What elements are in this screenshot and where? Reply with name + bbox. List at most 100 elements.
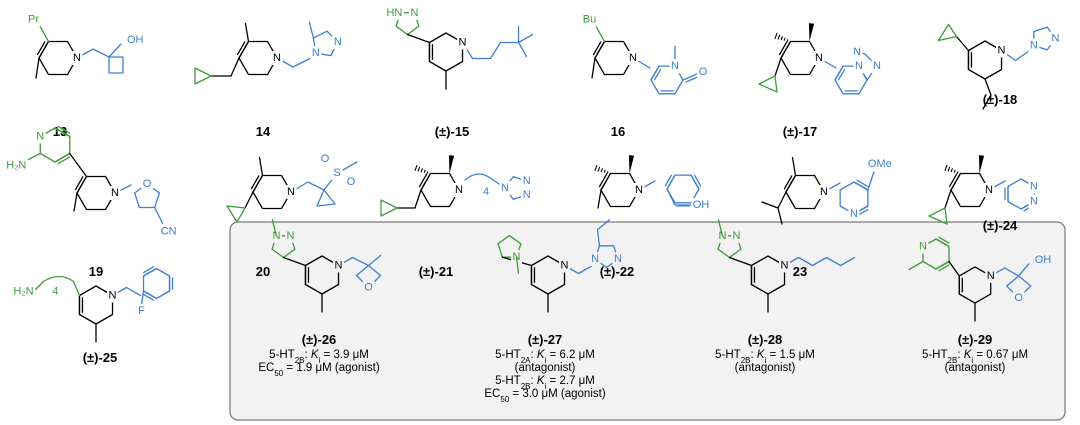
double-bond [682,73,698,81]
nitrogen-label: N [455,184,463,196]
piperidine-ring [600,172,640,208]
atom-knockout [159,224,179,239]
alkyl-bracket [464,173,494,181]
oxetane-o-label: O [1014,292,1023,304]
piperidine-ring [780,40,820,76]
double-bond [853,181,869,191]
triazole-ring [504,175,528,201]
double-bond [664,174,673,187]
atom-knockout [1050,31,1062,46]
nitrogen-label: N [820,186,828,198]
activity-line: 5-HT2B: Ki = 3.9 μM [269,349,369,365]
compound-18: NNN [937,23,1062,110]
aryl-bond [948,260,960,277]
sulfonyl-o2-label: O [347,176,356,188]
hydroxyl-label: OH [1035,254,1052,266]
hash-line [786,39,789,42]
alkyl-bracket [42,275,75,283]
atom-knockout [871,59,883,73]
double-bond [252,174,264,193]
n-methyl-bond [717,219,724,237]
piperidine-ring [785,174,825,210]
activity-note: (antagonist) [945,362,1006,374]
atom-knockout [453,183,465,197]
double-bond [938,236,950,244]
furan-o-label: O [143,178,152,190]
double-bond [935,260,950,270]
nitrogen-label: N [111,187,119,199]
double-bond [856,179,869,188]
compound-label-23: 23 [793,264,807,279]
methyl-bond [791,156,797,177]
imidazole-n3-label: N [334,36,342,48]
carbonyl-o-label: O [699,66,708,78]
nitrogen-label: N [815,52,823,64]
piperidine-ring [238,40,278,76]
nitrogen-label: N [985,184,993,196]
pyrazole-nh-label: HN [386,7,402,19]
methyl-bond [597,189,602,209]
atom-knockout [917,239,929,254]
cyclopropane-ring [316,189,336,207]
hash-line [950,168,953,173]
compound-label-28: (±)-28 [748,332,783,347]
nitrogen-label: N [629,52,637,64]
alkyl-bond [34,280,45,291]
hash-line [597,166,601,172]
hash-line [777,34,781,40]
methyl-hash [414,165,429,174]
imidazole-n3-label: N [1052,33,1060,45]
activity-line: 5-HT2A: Ki = 6.2 μM [495,349,595,365]
activity-line: 5-HT2B: Ki = 0.67 μM [922,349,1028,365]
atom-knockout [457,35,469,50]
nitrogen-label: N [459,37,467,49]
atom-knockout [1033,252,1054,267]
nitrogen-label: N [987,270,995,282]
methyl-bond [308,21,315,39]
methyl-bond [258,156,264,177]
hash-line [600,168,603,173]
methyl-bond [908,260,924,271]
ethyl-bond [982,78,992,110]
double-bond [600,172,612,191]
double-bond [38,40,50,59]
imidazole-n3-label: N [614,253,622,265]
n-methyl-bond [515,256,520,274]
hash-line [417,166,421,172]
hash-line [420,168,423,173]
compound-label-27: (±)-27 [528,332,563,347]
atom-knockout [669,59,681,74]
atom-knockout [731,228,742,243]
atom-knockout [1028,179,1040,194]
atom-knockout [481,185,491,199]
methoxy-label: OMe [868,158,892,170]
atom-knockout [333,258,345,273]
aryl-bond [728,256,753,267]
nitrogen-label: N [273,52,281,64]
piperidine-ring [594,40,634,76]
furan-ring [133,183,161,209]
atom-knockout [633,183,645,197]
cyclopropane-ring [226,205,246,223]
hash-line [606,171,609,174]
hydroxyl-label: OH [127,34,144,46]
triazole-n3-label: N [853,46,861,58]
piperidine-ring [252,174,292,210]
atom-knockout [50,284,61,299]
nitrogen-label: N [335,260,343,272]
methyl-hash [774,33,789,42]
imidazole-n1-label: N [312,47,320,59]
activity-note: (antagonist) [515,362,576,374]
hash-line [956,171,959,174]
double-bond [142,293,155,301]
activity-line: EC50 = 1.9 μM (agonist) [258,362,379,378]
cyclopropane-ring [380,199,398,217]
atom-knockout [996,43,1008,58]
activity-line: 5-HT2B: Ki = 1.5 μM [715,349,815,365]
piperidine-ring [76,175,116,211]
hash-line [603,169,606,173]
atom-knockout [499,181,511,195]
